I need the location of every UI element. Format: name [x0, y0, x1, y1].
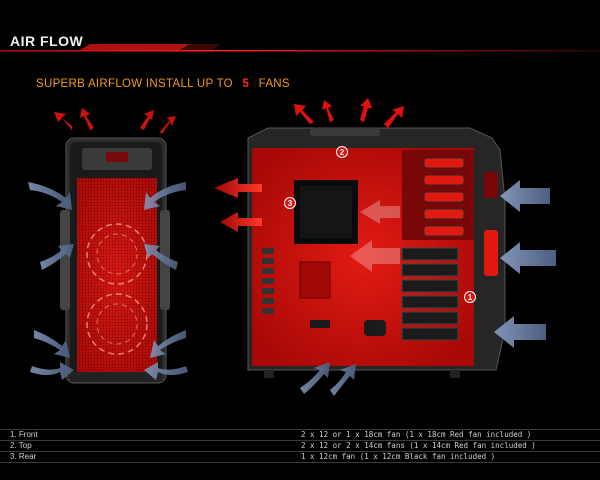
marker-1: 1 — [464, 291, 476, 303]
side-intake-arrows — [494, 180, 556, 348]
front-exhaust-arrows — [54, 108, 176, 134]
case-illustration: 1 2 3 — [28, 98, 556, 396]
side-exhaust-arrows — [214, 98, 404, 232]
spec-value: 1 x 12cm fan (1 x 12cm Black fan include… — [301, 452, 496, 461]
bottom-intake-arrows — [300, 362, 356, 396]
internal-airflow-arrows — [350, 200, 400, 272]
marker-2: 2 — [336, 146, 348, 158]
front-fan-lower — [86, 293, 148, 355]
spec-label: 2. Top — [10, 441, 32, 450]
spec-row-rear: 3. Rear 1 x 12cm fan (1 x 12cm Black fan… — [0, 452, 600, 463]
fan-specs-table: 1. Front 2 x 12 or 1 x 18cm fan (1 x 18c… — [0, 429, 600, 463]
front-intake-arrows — [28, 182, 188, 380]
marker-1-label: 1 — [468, 293, 473, 302]
spec-label: 3. Rear — [10, 452, 37, 461]
expansion-slots — [262, 248, 274, 314]
front-case-view — [60, 137, 170, 384]
airflow-tagline: SUPERB AIRFLOW INSTALL UP TO 5 FANS — [36, 78, 290, 90]
header-decoration — [0, 44, 600, 52]
spec-row-front: 1. Front 2 x 12 or 1 x 18cm fan (1 x 18c… — [0, 429, 600, 441]
spec-row-top: 2. Top 2 x 12 or 2 x 14cm fans (1 x 14cm… — [0, 441, 600, 452]
section-header: AIR FLOW — [0, 0, 600, 60]
fan-count: 5 — [242, 78, 250, 90]
marker-2-label: 2 — [340, 148, 345, 157]
hdd-cage — [401, 247, 459, 341]
drive-bays — [423, 157, 465, 237]
spec-value: 2 x 12 or 2 x 14cm fans (1 x 14cm Red fa… — [301, 441, 536, 450]
page-title: AIR FLOW — [10, 33, 84, 49]
spec-label: 1. Front — [10, 430, 38, 439]
marker-3: 3 — [284, 197, 296, 209]
spec-value: 2 x 12 or 1 x 18cm fan (1 x 18cm Red fan… — [301, 430, 532, 439]
tagline-suffix: FANS — [258, 78, 290, 90]
tagline-prefix: SUPERB AIRFLOW INSTALL UP TO — [36, 78, 233, 90]
marker-3-label: 3 — [288, 199, 293, 208]
side-case-view — [247, 127, 506, 378]
